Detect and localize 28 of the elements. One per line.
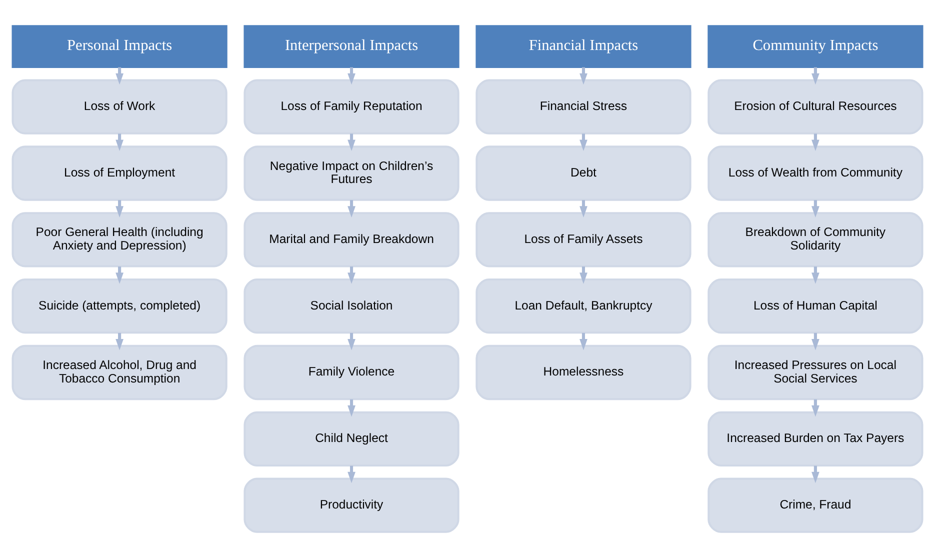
node-box: Loss of Family Reputation <box>244 78 460 134</box>
node-box: Crime, Fraud <box>708 477 924 532</box>
node-box: Debt <box>476 145 692 200</box>
node-box: Loss of Wealth from Community <box>708 145 924 200</box>
node-box: Loss of Work <box>12 78 228 134</box>
node-box: Homelessness <box>476 344 692 400</box>
node-box: Negative Impact on Children’s Futures <box>244 145 460 200</box>
node-box: Personal Impacts <box>12 24 228 68</box>
node-box: Productivity <box>244 477 460 532</box>
node-box: Financial Stress <box>476 78 692 134</box>
node-box: Poor General Health (including Anxiety and Depression) <box>12 212 228 267</box>
node-box: Increased Alcohol, Drug and Tobacco Consumption <box>12 344 228 400</box>
node-box: Suicide (attempts, completed) <box>12 278 228 334</box>
node-box: Loss of Employment <box>12 145 228 200</box>
node-box: Interpersonal Impacts <box>244 24 460 68</box>
node-box: Erosion of Cultural Resources <box>708 78 924 134</box>
node-box: Increased Burden on Tax Payers <box>708 410 924 466</box>
node-box: Breakdown of Community Solidarity <box>708 212 924 267</box>
node-box: Child Neglect <box>244 410 460 466</box>
node-box: Increased Pressures on Local Social Services <box>708 344 924 400</box>
node-box: Marital and Family Breakdown <box>244 212 460 267</box>
node-box: Family Violence <box>244 344 460 400</box>
node-box: Loss of Human Capital <box>708 278 924 334</box>
node-box: Social Isolation <box>244 278 460 334</box>
node-box: Financial Impacts <box>476 24 692 68</box>
node-box: Loan Default, Bankruptcy <box>476 278 692 334</box>
node-box: Loss of Family Assets <box>476 212 692 267</box>
node-box: Community Impacts <box>708 24 924 68</box>
